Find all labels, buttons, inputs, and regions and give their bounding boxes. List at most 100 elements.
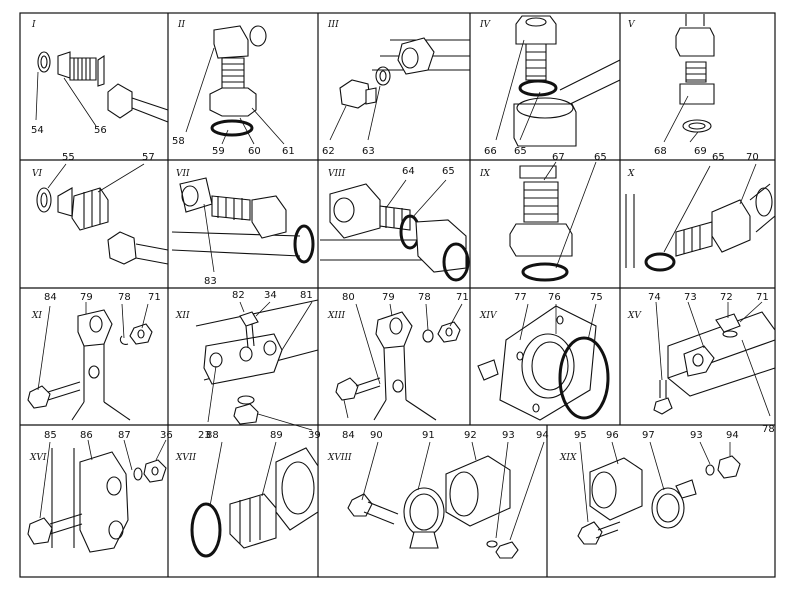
part-number: 71 bbox=[456, 292, 469, 303]
panel-9: IX 67 65 bbox=[479, 152, 607, 282]
part-number: 93 bbox=[690, 430, 703, 441]
part-number: 94 bbox=[536, 430, 549, 441]
nut-part bbox=[233, 403, 259, 425]
part-number: 34 bbox=[264, 290, 277, 301]
union-part bbox=[679, 83, 715, 105]
part-number: 89 bbox=[270, 430, 283, 441]
panel-label: XVIII bbox=[327, 453, 352, 463]
bolt-part bbox=[335, 377, 359, 401]
panel-label: V bbox=[628, 20, 636, 30]
panel-label: VI bbox=[32, 169, 42, 179]
panel-label: XIX bbox=[559, 453, 577, 463]
seal-ring-part bbox=[518, 79, 558, 97]
seal-ring-part bbox=[644, 252, 676, 272]
part-number: 70 bbox=[746, 152, 759, 163]
seal-ring-part bbox=[293, 224, 315, 264]
clamp-bracket-part bbox=[375, 311, 413, 349]
part-number: 55 bbox=[62, 152, 75, 163]
panel-14: XIV 77 76 75 bbox=[477, 292, 610, 421]
washer-part bbox=[36, 187, 52, 213]
nut-part bbox=[495, 541, 519, 559]
nut-part bbox=[717, 455, 741, 479]
panel-7: VII 83 bbox=[171, 169, 315, 287]
flange-part bbox=[499, 305, 597, 421]
panel-10: X 65 70 bbox=[625, 152, 776, 272]
part-number: 39 bbox=[308, 430, 321, 441]
part-number: 78 bbox=[762, 424, 775, 435]
part-number: 69 bbox=[694, 146, 707, 157]
part-number: 36 bbox=[160, 430, 173, 441]
part-number: 65 bbox=[594, 152, 607, 163]
part-number: 66 bbox=[484, 146, 497, 157]
panel-3: III 62 63 bbox=[322, 20, 470, 157]
part-number: 94 bbox=[726, 430, 739, 441]
part-number: 95 bbox=[574, 430, 587, 441]
fitting-part bbox=[71, 187, 109, 231]
part-number: 72 bbox=[720, 292, 733, 303]
part-number: 90 bbox=[370, 430, 383, 441]
part-number: 88 bbox=[206, 430, 219, 441]
panel-label: X bbox=[627, 169, 635, 179]
seal-ring-part bbox=[558, 336, 610, 420]
part-number: 83 bbox=[204, 276, 217, 287]
nut-part bbox=[129, 323, 153, 345]
part-number: 57 bbox=[142, 152, 155, 163]
panel-label: IX bbox=[479, 169, 491, 179]
panel-grid bbox=[19, 12, 776, 578]
part-number: 76 bbox=[548, 292, 561, 303]
washer-part bbox=[375, 66, 391, 86]
part-number: 84 bbox=[342, 430, 355, 441]
fitting-part bbox=[523, 181, 559, 223]
washer-part bbox=[237, 395, 255, 405]
panel-1: I 54 56 bbox=[31, 20, 169, 136]
nut-part bbox=[143, 459, 167, 483]
panel-5: V 68 69 bbox=[628, 14, 715, 157]
panel-label: III bbox=[327, 20, 339, 30]
seal-ring-part bbox=[190, 502, 222, 558]
part-number: 92 bbox=[464, 430, 477, 441]
part-number: 67 bbox=[552, 152, 565, 163]
panel-11: XI 84 79 78 71 bbox=[27, 292, 161, 421]
part-number: 80 bbox=[342, 292, 355, 303]
panel-4: IV 66 65 bbox=[479, 15, 621, 157]
washer-part bbox=[422, 329, 434, 343]
part-number: 84 bbox=[44, 292, 57, 303]
part-number: 79 bbox=[80, 292, 93, 303]
fitting-body-part bbox=[397, 37, 435, 75]
part-number: 64 bbox=[402, 166, 415, 177]
part-number: 78 bbox=[118, 292, 131, 303]
panel-label: XV bbox=[627, 311, 642, 321]
part-number: 81 bbox=[300, 290, 313, 301]
panel-8: VIII 64 65 bbox=[320, 166, 470, 282]
nut-part bbox=[509, 223, 573, 257]
part-number: 65 bbox=[514, 146, 527, 157]
nut-part bbox=[675, 27, 715, 57]
part-number: 56 bbox=[94, 125, 107, 136]
panel-15: XV 74 73 72 71 78 bbox=[627, 292, 776, 435]
part-number: 85 bbox=[44, 430, 57, 441]
panel-17: XVII 88 89 bbox=[175, 430, 319, 558]
part-number: 74 bbox=[648, 292, 661, 303]
panel-label: XVII bbox=[175, 453, 196, 463]
washer-part bbox=[37, 51, 51, 73]
part-number: 65 bbox=[442, 166, 455, 177]
part-number: 23 bbox=[198, 430, 211, 441]
part-number: 54 bbox=[31, 125, 44, 136]
banjo-bolt-part bbox=[213, 25, 249, 59]
fitting-part bbox=[229, 493, 277, 549]
part-number: 97 bbox=[642, 430, 655, 441]
part-number: 59 bbox=[212, 146, 225, 157]
panel-label: II bbox=[177, 20, 186, 30]
part-number: 63 bbox=[362, 146, 375, 157]
union-part bbox=[251, 195, 287, 239]
double-clamp-part bbox=[203, 333, 283, 385]
panel-label: XIV bbox=[479, 311, 498, 321]
part-number: 86 bbox=[80, 430, 93, 441]
banjo-fitting-part bbox=[329, 183, 381, 239]
bolt-part bbox=[27, 517, 53, 545]
panel-19: XIX 95 96 97 93 94 bbox=[559, 430, 741, 545]
panel-label: XVI bbox=[29, 453, 47, 463]
part-number: 60 bbox=[248, 146, 261, 157]
banjo-fitting-part bbox=[179, 177, 213, 213]
